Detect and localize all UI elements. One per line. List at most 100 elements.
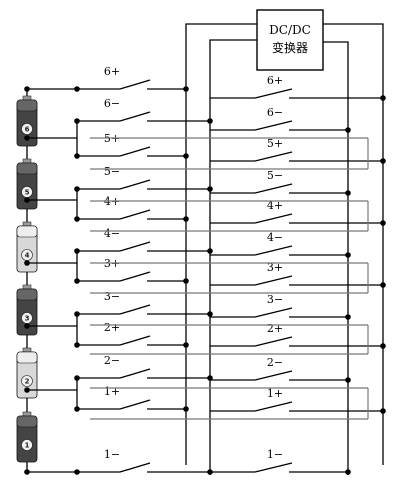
switch <box>210 151 383 162</box>
right-pair-link <box>90 324 369 355</box>
battery-1: 1 <box>16 411 38 463</box>
switch-blade <box>254 275 293 286</box>
battery-number: 2 <box>25 378 30 386</box>
switch-label: 2− <box>267 356 283 369</box>
junction-dot <box>24 469 30 475</box>
switch-blade <box>119 335 151 346</box>
switch-blade <box>119 304 151 315</box>
battery-badge <box>21 123 33 135</box>
switch-blade <box>119 179 151 190</box>
junction-dot <box>380 343 386 349</box>
switch-label: 6− <box>104 97 120 110</box>
battery-4: 4 <box>16 221 38 273</box>
switch <box>77 241 210 252</box>
right-switch-1+: 1+ <box>210 387 386 414</box>
switch <box>210 213 383 224</box>
battery-badge <box>21 439 33 451</box>
switch-blade <box>254 213 293 224</box>
switch-label: 5− <box>267 169 283 182</box>
right-pair-link <box>90 387 369 420</box>
left-switch-1−: 1− <box>74 448 213 475</box>
left-switch-6+: 6+ <box>74 65 189 92</box>
right-switch-4−: 4− <box>210 231 351 258</box>
switch-label: 2+ <box>104 321 120 334</box>
switch <box>77 179 210 190</box>
switch-blade <box>119 146 151 157</box>
switch-blade <box>254 307 293 318</box>
switch <box>77 209 186 220</box>
battery-3: 3 <box>16 284 38 336</box>
switch-label: 4+ <box>267 199 283 212</box>
right-pair-link <box>90 262 369 294</box>
switch-label: 1− <box>104 448 120 461</box>
junction-dot <box>207 118 213 124</box>
switch-label: 1+ <box>104 385 120 398</box>
switch <box>77 462 210 473</box>
switch <box>77 304 210 315</box>
battery-cap <box>16 225 38 238</box>
switch-label: 2+ <box>267 322 283 335</box>
converter-label-line2: 变换器 <box>272 40 308 55</box>
switch-blade <box>254 462 293 473</box>
switch-blade <box>119 209 151 220</box>
switch <box>77 399 186 410</box>
right-switch-5−: 5− <box>210 169 351 196</box>
junction-dot <box>24 86 30 92</box>
switch-blade <box>254 245 293 256</box>
switch <box>77 271 186 282</box>
switch-blade <box>254 120 293 131</box>
right-switch-6−: 6− <box>210 106 351 133</box>
battery-number: 1 <box>25 442 30 450</box>
left-switch-4+: 4+ <box>74 195 189 222</box>
switch-blade <box>119 271 151 282</box>
junction-dot <box>183 342 189 348</box>
switch <box>77 111 210 122</box>
battery-cap <box>16 415 38 428</box>
junction-dot <box>24 197 30 203</box>
switch-blade <box>119 79 151 90</box>
junction-dot <box>183 278 189 284</box>
battery-cap <box>16 288 38 301</box>
battery-cap <box>16 162 38 175</box>
junction-dot <box>207 311 213 317</box>
left-switch-3+: 3+ <box>74 257 189 284</box>
junction-dot <box>345 252 351 258</box>
switch-label: 6+ <box>267 74 283 87</box>
left-switch-6−: 6− <box>74 97 213 124</box>
switch-blade <box>119 399 151 410</box>
battery-2: 2 <box>16 347 38 399</box>
switch-label: 6+ <box>104 65 120 78</box>
switch-blade <box>254 401 293 412</box>
junction-dot <box>183 86 189 92</box>
switch-label: 1− <box>267 448 283 461</box>
switch-blade <box>254 183 293 194</box>
right-pair-link <box>90 200 369 232</box>
battery-badge <box>21 375 33 387</box>
junction-dot <box>183 153 189 159</box>
switch-label: 2− <box>104 354 120 367</box>
junction-dot <box>345 190 351 196</box>
right-pair-link <box>90 137 369 170</box>
right-switch-2+: 2+ <box>210 322 386 349</box>
switch <box>77 368 210 379</box>
right-switch-3+: 3+ <box>210 261 386 288</box>
junction-dot <box>380 220 386 226</box>
right-switch-6+: 6+ <box>210 74 386 101</box>
switch <box>210 336 383 347</box>
junction-dot <box>207 248 213 254</box>
junction-dot <box>345 469 351 475</box>
switch-blade <box>254 151 293 162</box>
junction-dot <box>380 408 386 414</box>
switch-label: 3− <box>267 293 283 306</box>
switch <box>210 307 348 318</box>
right-switch-2−: 2− <box>210 356 351 383</box>
right-switch-1−: 1− <box>210 448 351 475</box>
switch <box>77 79 186 90</box>
battery-number: 5 <box>25 189 30 197</box>
junction-dot <box>183 406 189 412</box>
switch-label: 5− <box>104 165 120 178</box>
right-switch-5+: 5+ <box>210 137 386 164</box>
junction-dot <box>345 127 351 133</box>
switch <box>77 335 186 346</box>
